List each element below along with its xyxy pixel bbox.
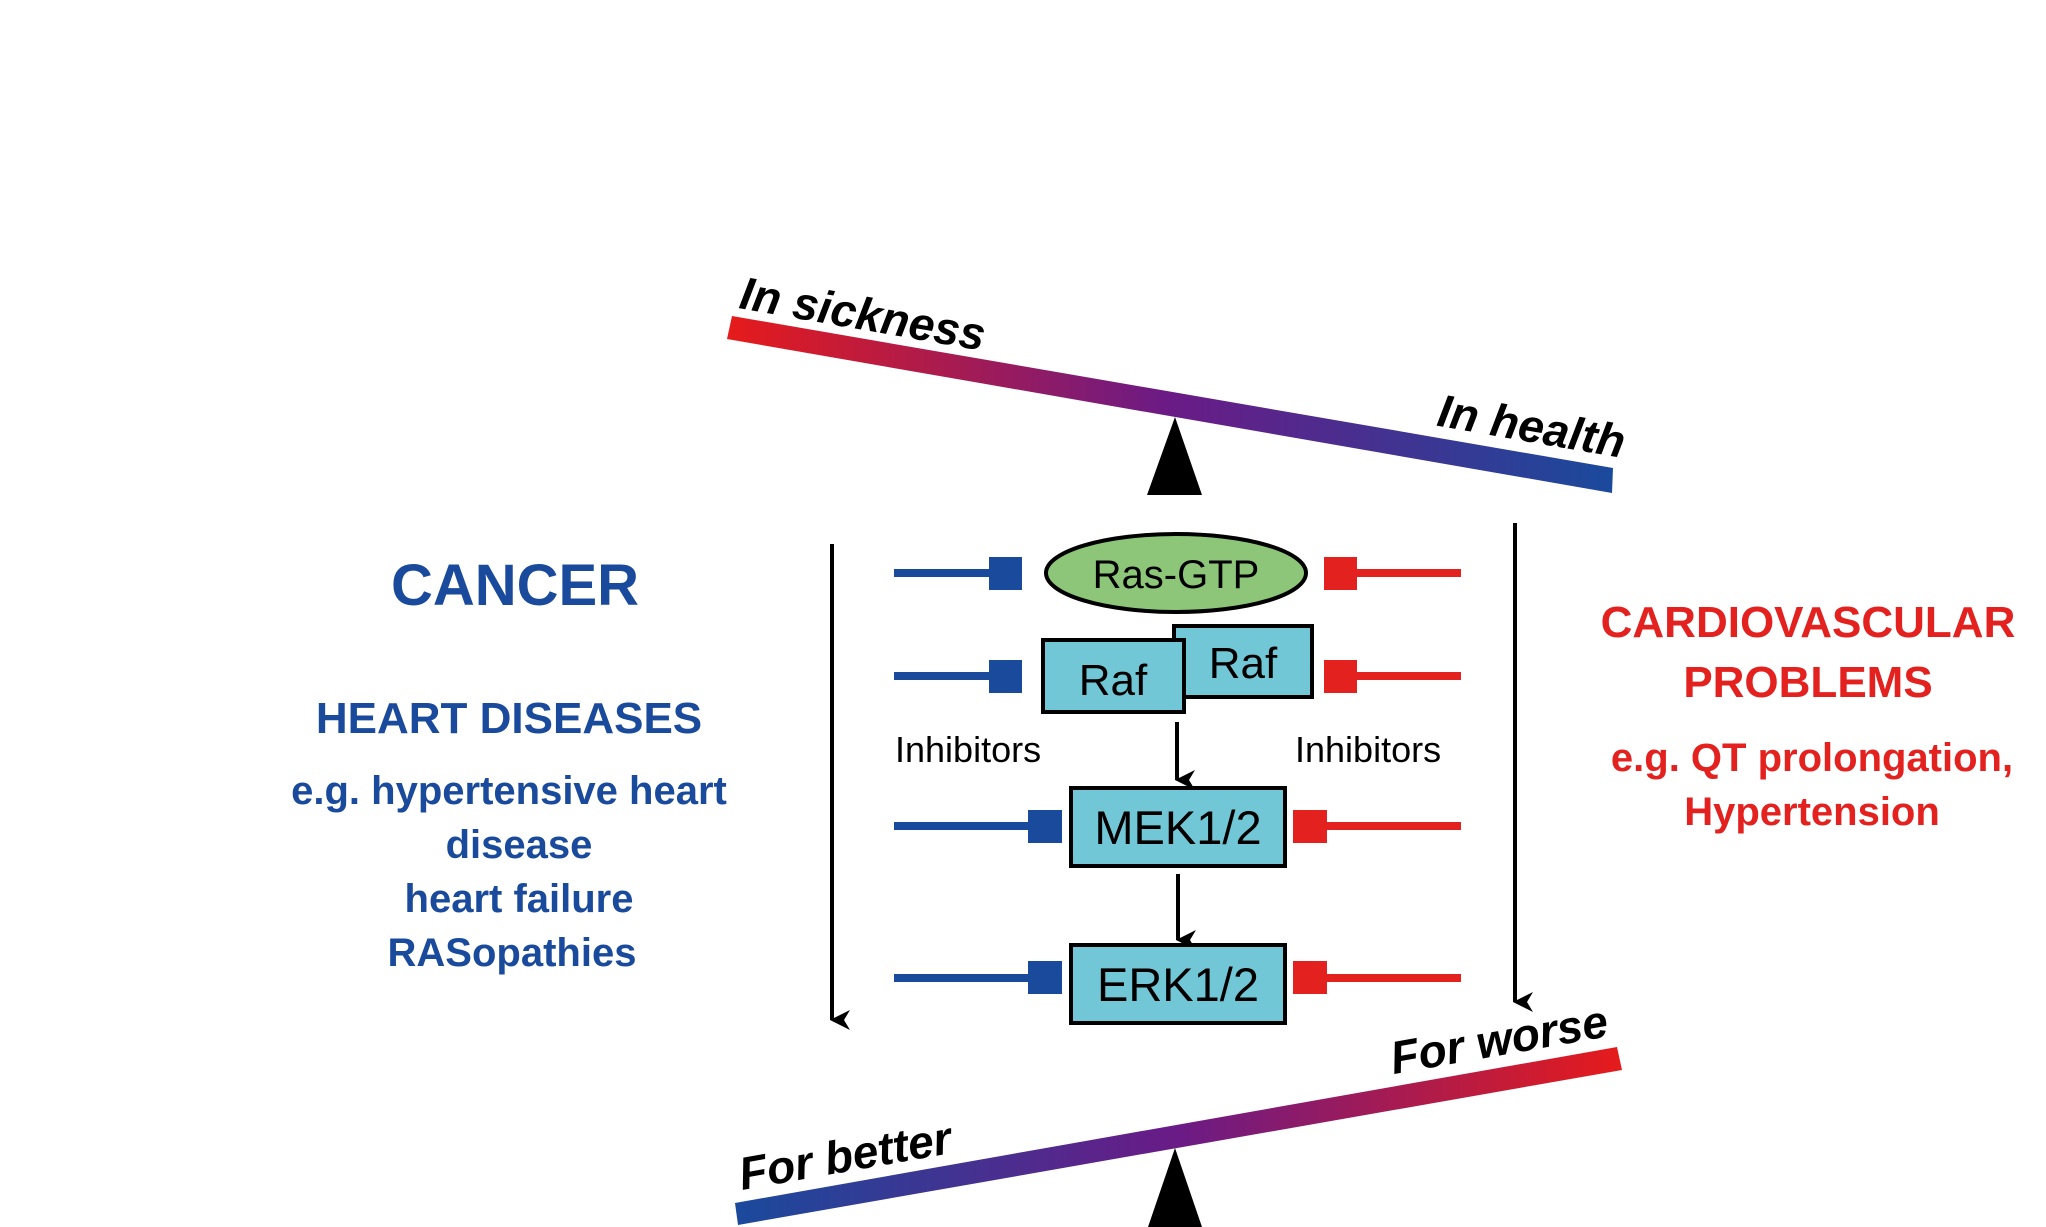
heart-diseases-subtitle: HEART DISEASES — [316, 694, 702, 743]
bottom-seesaw-beam — [735, 1047, 1622, 1225]
raf-label-back: Raf — [1209, 639, 1278, 688]
bottom-seesaw: For better For worse — [735, 995, 1622, 1227]
right-inhibitor-raf — [1324, 660, 1461, 693]
left-example-line: e.g. hypertensive heart — [291, 769, 727, 813]
right-inhibitor-ras — [1324, 557, 1461, 590]
right-inhibitors — [1293, 557, 1461, 994]
right-example-line: e.g. QT prolongation, — [1611, 736, 2013, 780]
left-inhibitors-label: Inhibitors — [895, 729, 1041, 770]
bottom-fulcrum — [1148, 1148, 1202, 1227]
mek-node: MEK1/2 — [1069, 786, 1287, 868]
left-inhibitor-raf — [894, 660, 1022, 693]
erk-node: ERK1/2 — [1069, 943, 1287, 1025]
left-example-line: heart failure — [405, 877, 634, 921]
erk-label: ERK1/2 — [1097, 958, 1259, 1011]
ras-gtp-label: Ras-GTP — [1093, 553, 1260, 597]
top-fulcrum — [1147, 417, 1202, 495]
right-panel: CARDIOVASCULAR PROBLEMS e.g. QT prolonga… — [1601, 598, 2016, 834]
left-example-line: RASopathies — [388, 931, 637, 975]
top-seesaw-beam — [727, 316, 1613, 493]
cardiovascular-title: CARDIOVASCULAR — [1601, 598, 2016, 647]
raf-node-back: Raf — [1172, 624, 1314, 699]
ras-gtp-node: Ras-GTP — [1044, 532, 1308, 614]
right-inhibitor-erk — [1293, 961, 1461, 994]
raf-node-front: Raf — [1041, 638, 1186, 714]
top-seesaw: In sickness In health — [727, 267, 1629, 495]
left-inhibitor-erk — [894, 961, 1062, 994]
right-inhibitor-mek — [1293, 810, 1461, 843]
left-example-line: disease — [446, 823, 593, 867]
problems-title: PROBLEMS — [1683, 658, 1932, 707]
mek-label: MEK1/2 — [1094, 801, 1261, 854]
left-inhibitors — [894, 557, 1062, 994]
right-inhibitors-label: Inhibitors — [1295, 729, 1441, 770]
left-panel: CANCER HEART DISEASES e.g. hypertensive … — [291, 553, 727, 975]
left-inhibitor-ras — [894, 557, 1022, 590]
right-example-line: Hypertension — [1684, 790, 1940, 834]
cancer-title: CANCER — [391, 553, 639, 618]
raf-label-front: Raf — [1079, 656, 1148, 705]
left-inhibitor-mek — [894, 810, 1062, 843]
